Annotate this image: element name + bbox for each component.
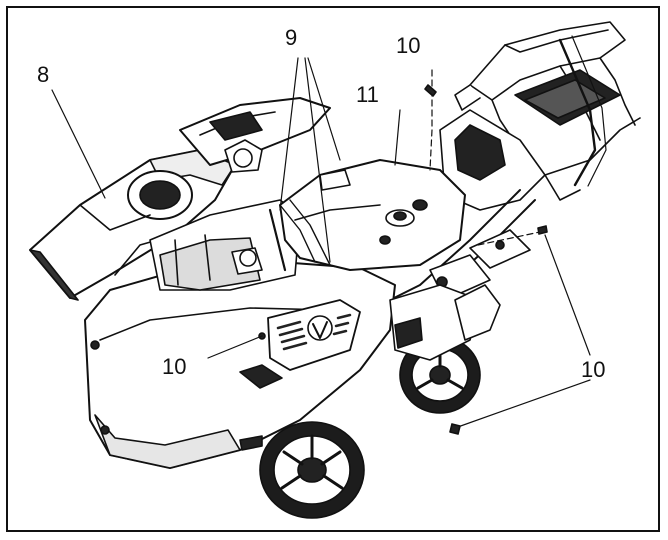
top-cover — [279, 159, 466, 271]
leader-9a — [279, 57, 299, 211]
engine-compartment — [149, 199, 301, 291]
leader-10-left — [207, 335, 263, 359]
handle-assembly — [439, 21, 641, 211]
side-chassis — [239, 284, 501, 451]
leader-10-right-dash — [477, 231, 541, 246]
leader-9c — [307, 57, 341, 161]
raised-hood — [179, 97, 331, 173]
callout-8-shroud: 8 — [37, 62, 50, 87]
front-wheel — [259, 421, 365, 519]
leader-lines — [51, 57, 591, 429]
callout-11-cover: 11 — [356, 82, 379, 107]
callout-10-screw-right: 10 — [581, 357, 606, 382]
leader-11 — [394, 109, 401, 166]
leader-10-right-down — [454, 379, 591, 429]
leader-10-right-up — [544, 234, 591, 356]
callout-10-screw-top: 10 — [396, 33, 421, 58]
screw-right-upper — [537, 225, 548, 235]
cables — [279, 199, 331, 266]
handle-tube — [389, 189, 536, 313]
leader-10-top — [429, 69, 433, 171]
screw-right-lower — [449, 423, 461, 435]
callout-9-cables: 9 — [285, 25, 298, 50]
control-panel — [267, 299, 361, 371]
screw-top — [424, 84, 437, 97]
leader-8 — [51, 89, 106, 199]
callout-10-screw-left: 10 — [162, 354, 187, 379]
leader-9b — [304, 57, 331, 263]
